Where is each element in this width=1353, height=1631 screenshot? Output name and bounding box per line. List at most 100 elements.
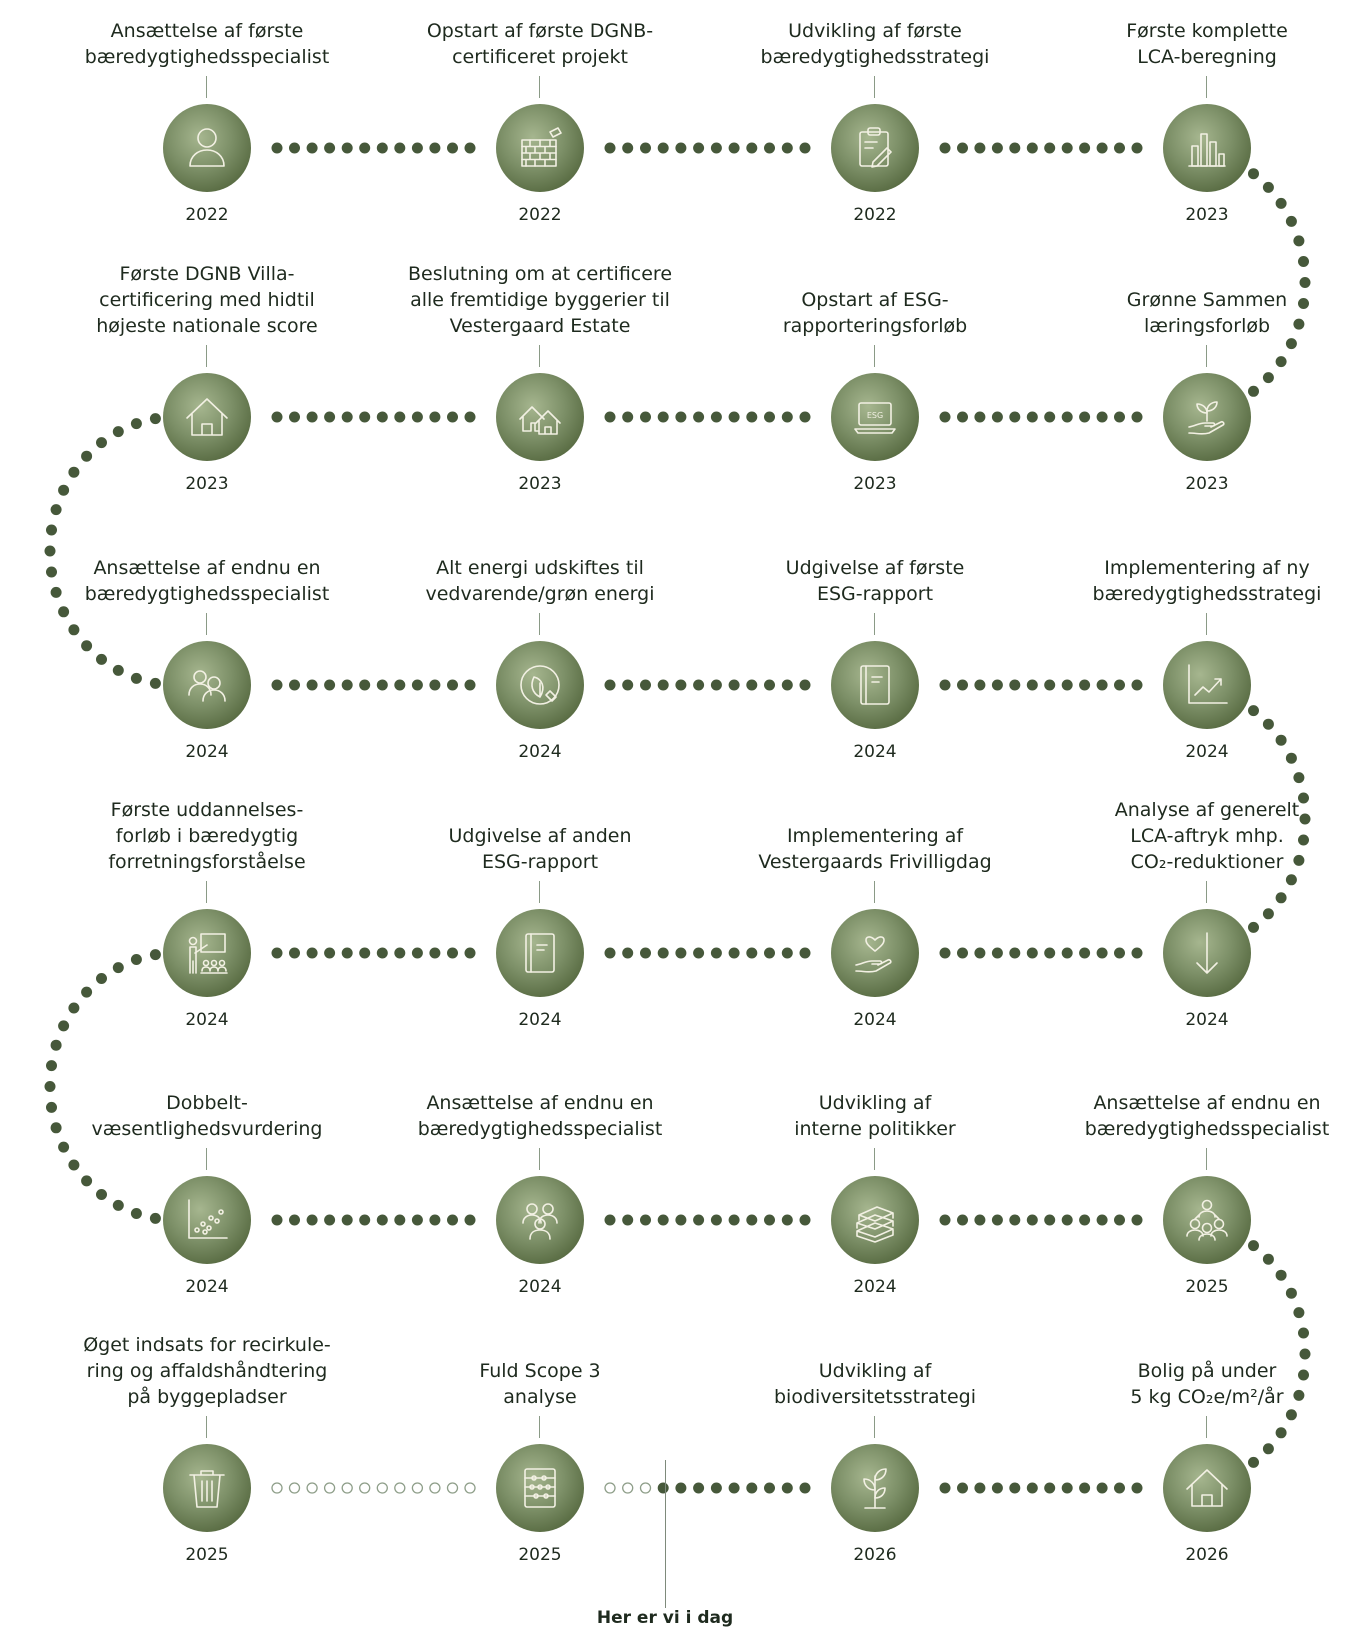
milestone-label: Udgivelse af første ESG-rapport <box>785 557 965 605</box>
path-dot <box>991 411 1003 423</box>
path-dot <box>1114 947 1125 959</box>
path-dot <box>464 947 476 959</box>
path-dot <box>1061 142 1073 154</box>
milestone-year: 2023 <box>853 474 897 494</box>
milestone-badge <box>831 909 919 997</box>
milestone-label: Beslutning om at certificere alle fremti… <box>407 263 673 337</box>
path-dot <box>44 1081 56 1092</box>
path-dot <box>271 1214 283 1226</box>
milestone-label: Første komplette LCA-beregning <box>1126 20 1288 68</box>
path-dot <box>324 411 336 423</box>
path-dot <box>1131 679 1143 691</box>
today-label: Her er vi i dag <box>596 1608 734 1628</box>
house-icon <box>186 398 228 436</box>
path-dot <box>799 679 811 691</box>
path-dot <box>289 947 300 959</box>
path-dot <box>411 1214 423 1226</box>
path-dot <box>50 1122 62 1134</box>
path-dot <box>464 1214 476 1226</box>
path-dot <box>1096 1214 1108 1226</box>
path-dot <box>1285 1287 1297 1299</box>
path-dot <box>411 411 423 423</box>
path-dot <box>112 962 124 974</box>
path-dot <box>68 1159 80 1171</box>
path-dot <box>1114 142 1125 154</box>
path-dot <box>1293 772 1305 784</box>
path-dot <box>130 954 142 965</box>
milestone-badge <box>1163 373 1251 461</box>
milestone-connector <box>539 345 540 367</box>
path-dot <box>693 679 705 691</box>
path-dot <box>81 640 93 652</box>
path-dot <box>693 411 705 423</box>
path-dot <box>130 672 142 684</box>
path-dot <box>112 664 124 676</box>
milestone-connector <box>874 1148 875 1170</box>
milestone-year: 2024 <box>185 1277 229 1297</box>
path-dot <box>81 986 93 998</box>
milestone-connector <box>1206 1148 1207 1170</box>
path-dot <box>464 411 476 423</box>
milestone-year: 2023 <box>1185 474 1229 494</box>
path-dot-future <box>359 1482 371 1494</box>
path-dot <box>640 679 651 691</box>
milestone-badge <box>496 373 584 461</box>
milestone-year: 2022 <box>518 205 562 225</box>
path-dot <box>96 973 107 984</box>
milestone-badge <box>496 909 584 997</box>
path-dot <box>149 949 161 961</box>
path-dot <box>974 679 986 691</box>
two-people-icon <box>188 670 226 702</box>
path-dot <box>1298 792 1309 804</box>
path-dot <box>1026 1214 1038 1226</box>
path-dot <box>130 1208 142 1219</box>
path-dot <box>781 679 793 691</box>
milestone-label: Udvikling af biodiversitetsstrategi <box>774 1360 976 1408</box>
path-dot <box>764 1482 775 1494</box>
path-dot <box>1079 142 1091 154</box>
trend-chart-icon <box>1188 664 1228 704</box>
milestone-label: Fuld Scope 3 analyse <box>479 1360 601 1408</box>
path-dot <box>640 1214 651 1226</box>
path-dot-future <box>429 1482 441 1494</box>
path-dot <box>1114 411 1125 423</box>
milestone-badge <box>831 104 919 192</box>
path-dot <box>1114 1214 1125 1226</box>
milestone-badge <box>163 1444 251 1532</box>
path-dot <box>781 1482 793 1494</box>
path-dot <box>991 1482 1003 1494</box>
path-dot <box>957 142 968 154</box>
milestone-label: Første DGNB Villa- certificering med hid… <box>96 263 318 337</box>
path-dot <box>957 947 968 959</box>
path-dot <box>429 142 441 154</box>
path-dot <box>622 679 634 691</box>
path-dot <box>1044 142 1056 154</box>
path-dot <box>957 679 968 691</box>
path-dot <box>58 1020 70 1032</box>
milestone-label: Opstart af ESG- rapporteringsforløb <box>782 289 968 337</box>
milestone-year: 2024 <box>853 1277 897 1297</box>
milestone-label: Implementering af ny bæredygtighedsstrat… <box>1092 557 1322 605</box>
person-icon <box>189 128 225 167</box>
path-dot <box>58 606 70 618</box>
path-dot <box>657 1482 669 1494</box>
abacus-icon <box>524 1468 556 1508</box>
path-dot <box>657 679 669 691</box>
milestone-connector <box>874 613 875 635</box>
path-dot <box>675 947 687 959</box>
path-dot <box>710 947 722 959</box>
path-dot <box>96 1189 107 1200</box>
path-dot <box>622 411 634 423</box>
path-dot <box>710 411 722 423</box>
path-dot <box>622 1214 634 1226</box>
report-icon <box>860 665 890 705</box>
path-dot <box>693 1214 705 1226</box>
path-dot <box>604 679 616 691</box>
path-dot <box>1293 318 1305 330</box>
path-dot <box>1275 734 1287 746</box>
path-dot <box>1131 947 1143 959</box>
milestone-badge <box>831 1444 919 1532</box>
path-dot <box>149 677 161 689</box>
path-dot <box>1248 705 1259 717</box>
